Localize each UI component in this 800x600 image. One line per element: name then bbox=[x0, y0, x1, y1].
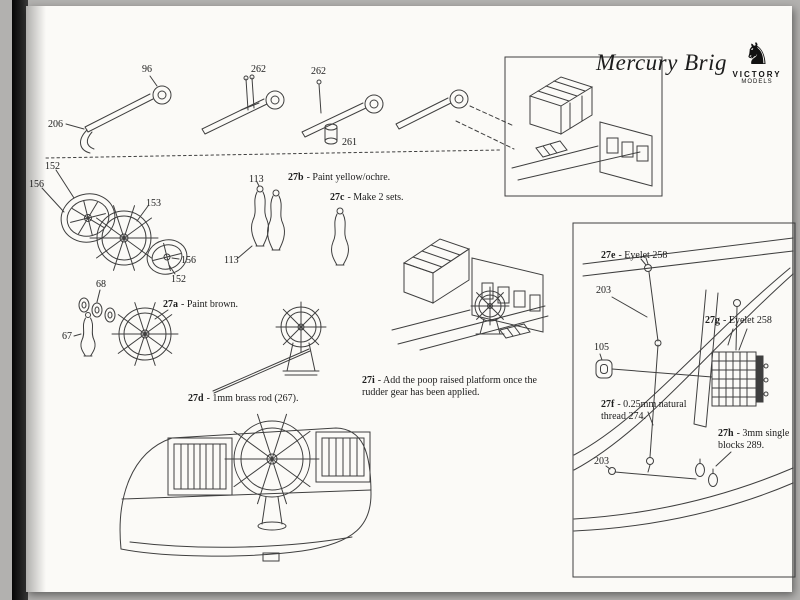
callout-27a-code: 27a bbox=[163, 299, 178, 310]
part-label-113a: 113 bbox=[249, 174, 264, 185]
callout-27b-text: - Paint yellow/ochre. bbox=[306, 172, 391, 183]
part-label-67: 67 bbox=[62, 331, 72, 342]
callout-27e-text: - Eyelet 258 bbox=[618, 250, 668, 261]
part-label-261: 261 bbox=[342, 137, 357, 148]
wheel-parts-drawings bbox=[41, 169, 349, 394]
logo-text-victory: VICTORY bbox=[732, 70, 782, 79]
callout-27f-text: - 0.25mm natural thread 274. bbox=[601, 399, 687, 422]
callout-27d-text: - 1mm brass rod (267). bbox=[206, 393, 299, 404]
callout-27h-code: 27h bbox=[718, 428, 734, 439]
manual-page bbox=[26, 6, 792, 592]
part-label-152b: 152 bbox=[171, 274, 186, 285]
part-label-203b: 203 bbox=[594, 456, 609, 467]
part-label-156a: 156 bbox=[29, 179, 44, 190]
callout-27e-code: 27e bbox=[601, 250, 616, 261]
callout-27a: 27a- Paint brown. bbox=[163, 299, 273, 311]
callout-27c-code: 27c bbox=[330, 192, 345, 203]
callout-27h: 27h- 3mm single blocks 289. bbox=[718, 428, 798, 451]
dotted-separator-line bbox=[45, 149, 501, 159]
callout-27g: 27g- Eyelet 258 bbox=[705, 315, 795, 327]
victory-horse-icon: ♞ bbox=[743, 38, 771, 71]
callout-27f-code: 27f bbox=[601, 399, 615, 410]
page-title: Mercury Brig bbox=[596, 50, 727, 75]
part-label-262a: 262 bbox=[251, 64, 266, 75]
callout-27h-text: - 3mm single blocks 289. bbox=[718, 428, 790, 451]
logo-text-models: MODELS bbox=[741, 79, 773, 85]
part-label-68: 68 bbox=[96, 279, 106, 290]
callout-27g-text: - Eyelet 258 bbox=[723, 315, 772, 326]
callout-27i-code: 27i bbox=[362, 375, 375, 386]
callout-27c: 27c- Make 2 sets. bbox=[330, 192, 445, 204]
part-label-206: 206 bbox=[48, 119, 63, 130]
poop-deck-drawing bbox=[119, 413, 372, 562]
callout-27b-code: 27b bbox=[288, 172, 304, 183]
part-label-156b: 156 bbox=[181, 255, 196, 266]
part-label-113b: 113 bbox=[224, 255, 239, 266]
part-label-262b: 262 bbox=[311, 66, 326, 77]
stern-rigging-box bbox=[572, 222, 796, 578]
callout-27b: 27b- Paint yellow/ochre. bbox=[288, 172, 433, 184]
callout-27d: 27d- 1mm brass rod (267). bbox=[188, 393, 348, 405]
part-label-153: 153 bbox=[146, 198, 161, 209]
callout-27g-code: 27g bbox=[705, 315, 720, 326]
callout-27a-text: - Paint brown. bbox=[181, 299, 238, 310]
callout-27d-code: 27d bbox=[188, 393, 204, 404]
callout-27i-text: - Add the poop raised platform once the … bbox=[362, 375, 537, 398]
part-label-203a: 203 bbox=[596, 285, 611, 296]
victory-models-logo: ♞ VICTORY MODELS bbox=[728, 38, 786, 86]
part-label-152a: 152 bbox=[45, 161, 60, 172]
callout-27f: 27f- 0.25mm natural thread 274. bbox=[601, 399, 693, 422]
tiller-drawings bbox=[65, 74, 515, 154]
callout-27e: 27e- Eyelet 258 bbox=[601, 250, 711, 262]
callout-27c-text: - Make 2 sets. bbox=[347, 192, 404, 203]
deck-inset-box bbox=[504, 56, 663, 197]
part-label-105: 105 bbox=[594, 342, 609, 353]
midship-isometric-drawing bbox=[391, 238, 549, 351]
book-spine-shadow bbox=[12, 0, 28, 600]
callout-27i: 27i- Add the poop raised platform once t… bbox=[362, 375, 558, 398]
part-label-96: 96 bbox=[142, 64, 152, 75]
